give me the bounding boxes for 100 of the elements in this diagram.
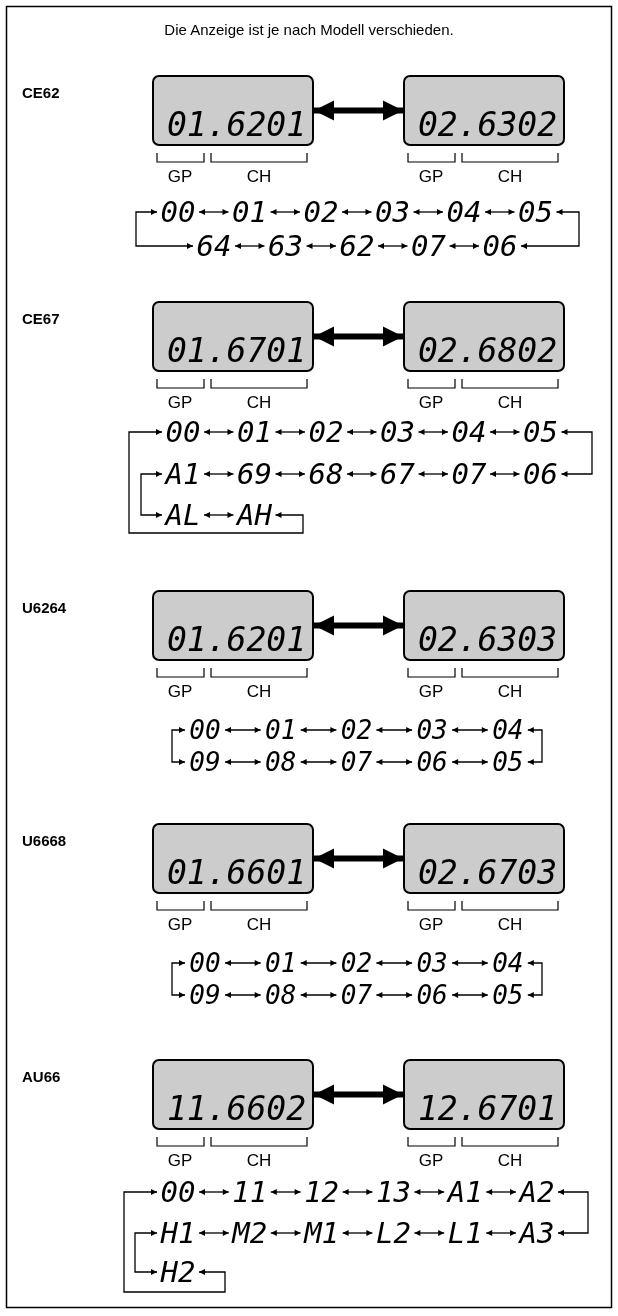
arrow: [377, 243, 409, 249]
arrow: [269, 209, 301, 215]
arrow: [234, 243, 266, 249]
arrow: [560, 429, 593, 477]
display-reading: 01.6701: [166, 332, 306, 369]
arrow: [375, 960, 413, 966]
arrow: [527, 727, 543, 765]
channel-number: 00: [185, 716, 225, 744]
arrow: [417, 471, 449, 477]
lcd-display: [152, 1059, 314, 1130]
channel-number: 08: [260, 981, 301, 1009]
channel-number: 02: [336, 716, 377, 744]
channel-number: H2: [157, 1256, 199, 1288]
channel-number: 07: [448, 458, 490, 490]
channel-number: 02: [336, 949, 377, 977]
arrow: [412, 209, 444, 215]
channel-number: 01: [228, 196, 271, 228]
channel-number: 13: [372, 1176, 415, 1208]
channel-number: 08: [260, 748, 301, 776]
channel-number: M1: [300, 1217, 343, 1249]
arrow: [128, 429, 304, 534]
channel-number: 05: [519, 416, 562, 448]
channel-number: 04: [487, 949, 528, 977]
channel-number: 64: [193, 230, 235, 262]
lcd-display: [152, 301, 314, 372]
channel-label: CH: [496, 394, 524, 411]
channel-number: 09: [185, 981, 225, 1009]
arrow: [300, 727, 338, 733]
model-label: AU66: [22, 1069, 61, 1084]
arrow: [270, 1189, 302, 1195]
arrow: [451, 960, 489, 966]
channel-label: CH: [496, 916, 524, 933]
group-label: GP: [417, 916, 445, 933]
channel-number: 02: [305, 416, 347, 448]
arrow: [203, 512, 235, 518]
arrow: [300, 992, 338, 998]
channel-number: 69: [233, 458, 276, 490]
display-reading: 02.6703: [417, 854, 557, 891]
arrow: [224, 727, 262, 733]
arrow: [341, 209, 373, 215]
arrow: [375, 992, 413, 998]
arrow: [527, 960, 543, 998]
channel-label: CH: [496, 1152, 524, 1169]
channel-number: M2: [228, 1217, 271, 1249]
channel-label: CH: [496, 168, 524, 185]
channel-number: 01: [233, 416, 276, 448]
channel-label: CH: [245, 683, 273, 700]
lcd-display: [403, 590, 565, 661]
channel-number: 02: [300, 196, 342, 228]
lcd-display: [403, 75, 565, 146]
arrow: [171, 727, 186, 765]
arrow: [485, 1189, 517, 1195]
channel-number: 12: [300, 1176, 343, 1208]
channel-number: A3: [516, 1217, 558, 1249]
arrow: [274, 429, 306, 435]
channel-number: 06: [412, 748, 453, 776]
lcd-display: [403, 301, 565, 372]
group-label: GP: [417, 168, 445, 185]
arrow: [300, 960, 338, 966]
channel-number: 04: [487, 716, 528, 744]
arrow: [451, 759, 489, 765]
display-reading: 01.6201: [166, 621, 306, 658]
display-reading: 02.6303: [417, 621, 557, 658]
arrow: [198, 1230, 230, 1236]
channel-number: 04: [443, 196, 485, 228]
arrow: [489, 429, 521, 435]
channel-number: 07: [407, 230, 450, 262]
channel-number: 09: [185, 748, 225, 776]
channel-label: CH: [245, 394, 273, 411]
arrow: [451, 992, 489, 998]
arrow: [413, 1230, 445, 1236]
channel-number: AL: [162, 499, 204, 531]
arrow: [305, 243, 337, 249]
channel-number: A1: [444, 1176, 487, 1208]
arrow: [375, 727, 413, 733]
arrow: [203, 429, 235, 435]
channel-number: 01: [260, 716, 301, 744]
channel-number: 03: [412, 716, 453, 744]
group-label: GP: [166, 916, 194, 933]
arrow: [140, 471, 163, 518]
channel-label: CH: [496, 683, 524, 700]
arrow: [300, 759, 338, 765]
display-reading: 11.6602: [166, 1090, 306, 1127]
group-label: GP: [166, 394, 194, 411]
channel-number: 05: [487, 748, 528, 776]
group-label: GP: [417, 1152, 445, 1169]
arrow: [274, 471, 306, 477]
arrow: [314, 848, 403, 869]
arrow: [314, 1084, 403, 1105]
model-label: U6668: [22, 833, 67, 848]
channel-number: 07: [336, 981, 377, 1009]
display-reading: 01.6601: [166, 854, 306, 891]
arrow: [448, 243, 480, 249]
arrow: [485, 1230, 517, 1236]
arrow: [198, 209, 230, 215]
lcd-display: [152, 823, 314, 894]
channel-number: 07: [336, 748, 377, 776]
lcd-display: [403, 1059, 565, 1130]
group-label: GP: [417, 683, 445, 700]
lcd-display: [403, 823, 565, 894]
